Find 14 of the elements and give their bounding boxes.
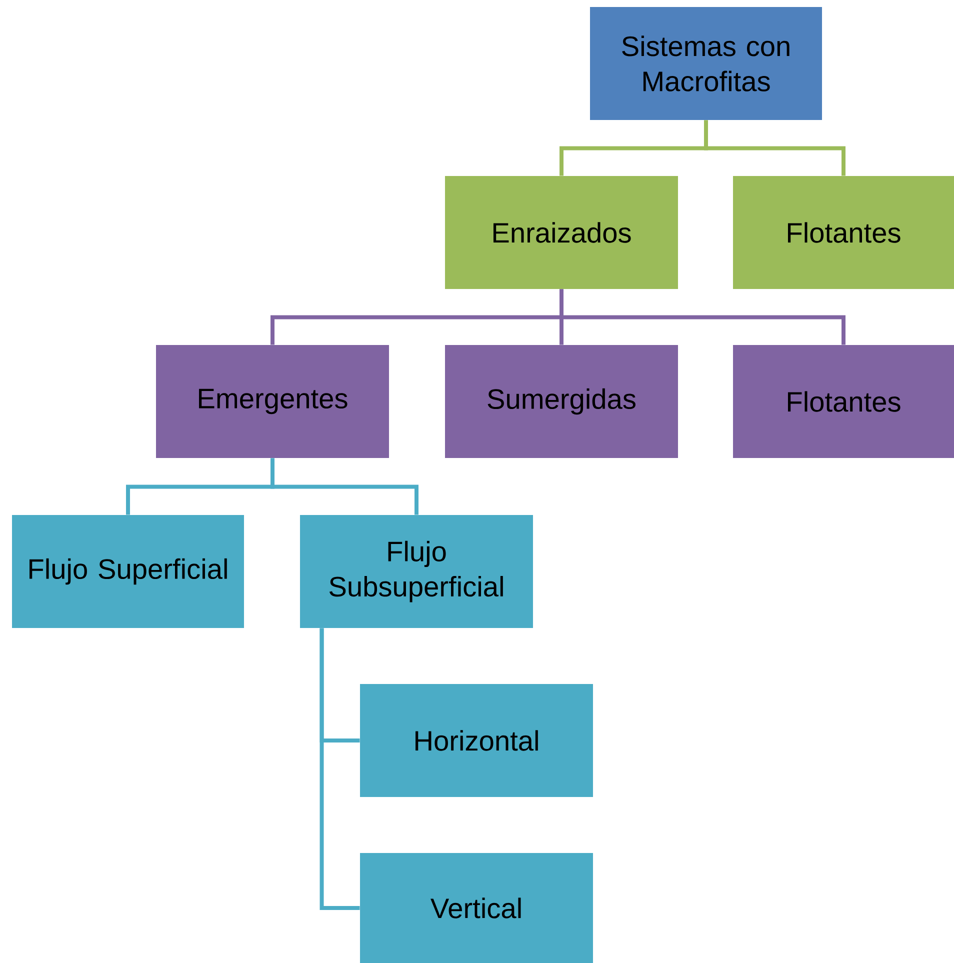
connector-line [320,628,360,910]
category-box: Flotantes [733,345,954,458]
connector-line [560,289,846,345]
category-box: Enraizados [445,176,678,289]
connector-line [270,458,418,515]
connector-line [704,120,846,176]
category-box: Flujo Subsuperficial [300,515,533,628]
category-box: Sumergidas [445,345,678,458]
category-box: Flujo Superficial [12,515,244,628]
category-box: Flotantes [733,176,954,289]
category-box: Vertical [360,853,593,963]
category-box: Sistemas con Macrofitas [590,7,822,120]
category-box: Horizontal [360,684,593,797]
category-box: Emergentes [156,345,389,458]
